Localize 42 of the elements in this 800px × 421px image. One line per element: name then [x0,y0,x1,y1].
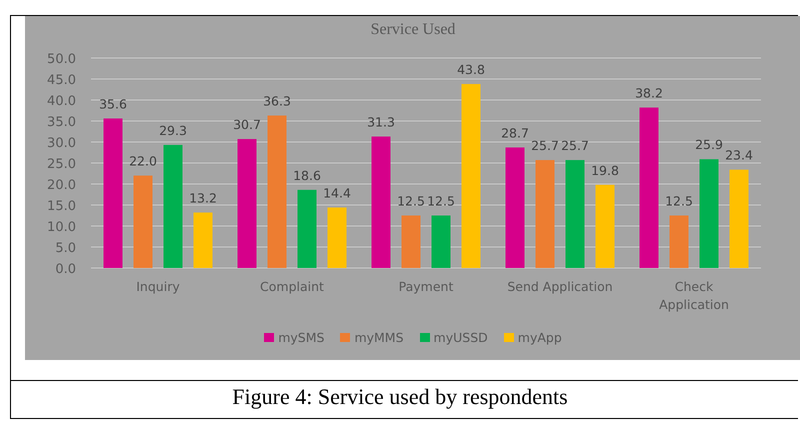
value-label: 19.8 [591,162,619,178]
value-label: 12.5 [665,194,693,208]
value-label: 14.4 [323,186,351,201]
value-label: 25.7 [531,138,559,154]
value-label: 13.2 [189,190,217,206]
category-label: Complaint [259,278,325,296]
value-label: 25.7 [561,138,589,154]
value-label: 29.3 [159,122,187,138]
value-label: 31.3 [367,114,395,130]
value-label: 12.5 [427,194,455,208]
y-tick-label: 0.0 [55,262,76,277]
y-tick-label: 30.0 [47,136,76,151]
value-label: 28.7 [501,125,529,140]
value-label: 12.5 [397,194,425,208]
category-label: Payment [398,278,454,296]
y-tick-label: 45.0 [47,73,76,88]
value-label: 38.2 [635,86,663,101]
value-label: 18.6 [293,168,321,183]
y-tick-label: 10.0 [47,220,76,235]
category-label: Check Application [658,278,730,314]
chart-title: Service Used [370,21,456,39]
value-label: 30.7 [233,117,261,132]
y-tick-label: 20.0 [47,178,76,193]
value-label: 22.0 [129,154,157,169]
legend-label: myUSSD [434,330,488,345]
y-tick-label: 35.0 [47,115,76,130]
y-tick-label: 15.0 [47,199,76,214]
category-label: Send Application [506,278,614,296]
figure-caption: Figure 4: Service used by respondents [231,384,569,410]
y-tick-label: 50.0 [47,52,76,67]
value-label: 43.8 [457,62,485,78]
legend-label: myApp [518,330,562,345]
value-label: 35.6 [99,96,127,112]
value-label: 25.9 [695,137,723,152]
y-tick-label: 5.0 [55,241,76,256]
legend-label: myMMS [354,330,404,345]
category-label: Inquiry [135,278,181,296]
value-label: 23.4 [725,148,753,163]
value-label: 36.3 [263,94,291,109]
y-tick-label: 25.0 [47,157,76,172]
y-tick-label: 40.0 [47,94,76,109]
legend-label: mySMS [278,330,324,345]
